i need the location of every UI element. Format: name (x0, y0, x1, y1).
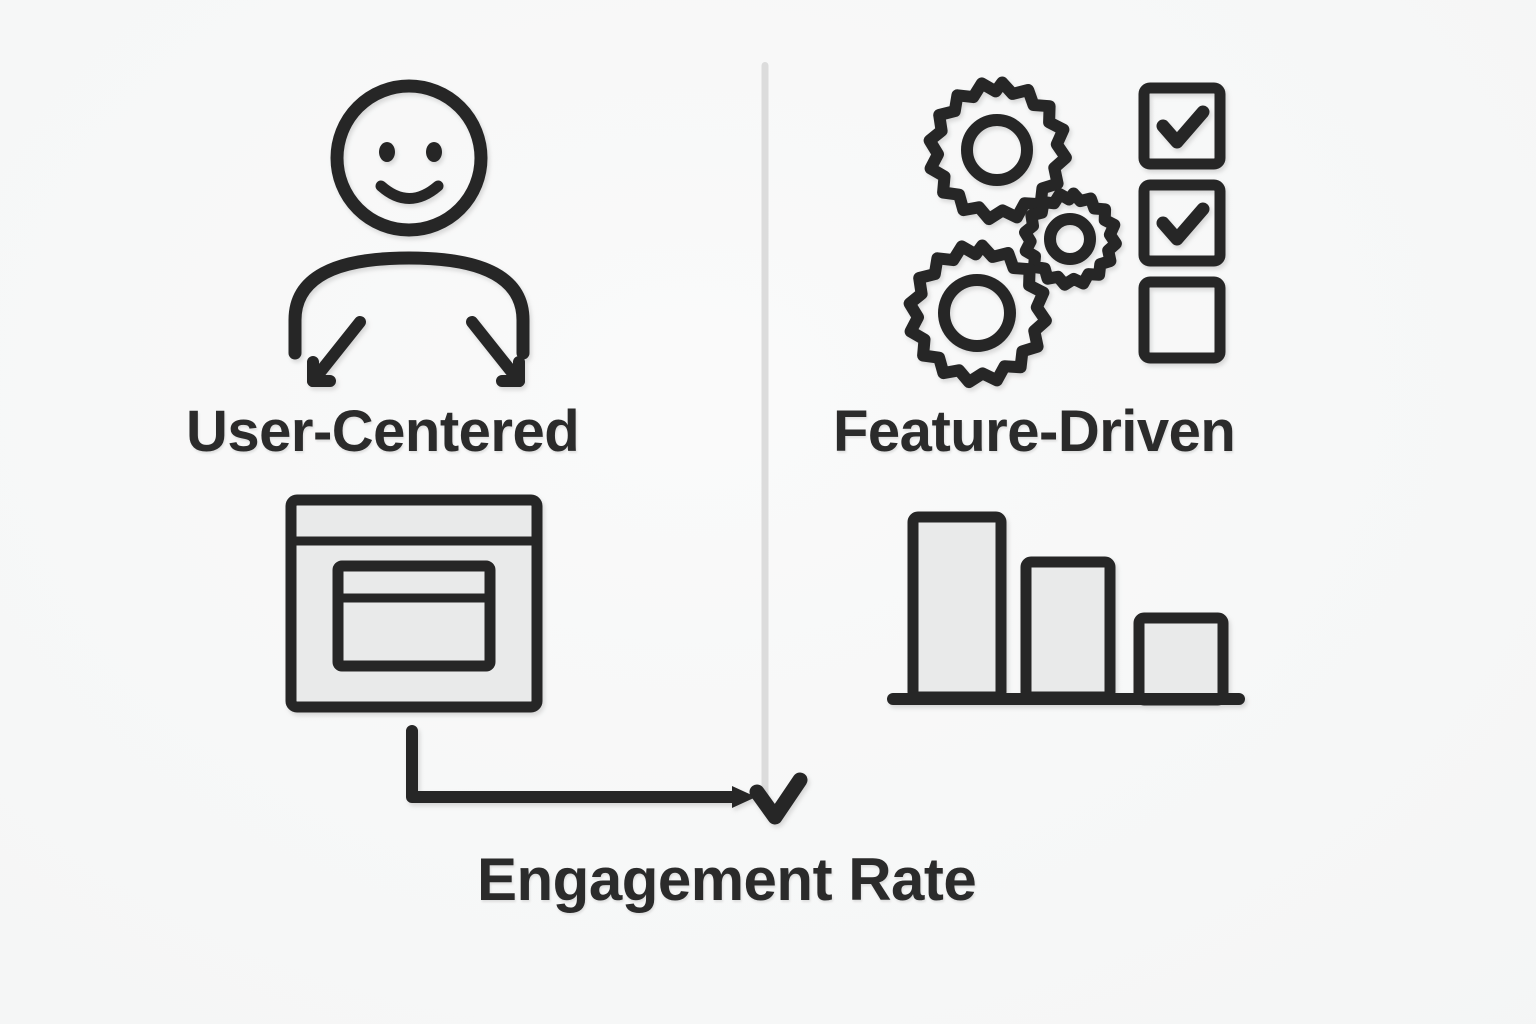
gear-large-top (923, 76, 1072, 226)
checkbox-1[interactable] (1138, 82, 1226, 170)
bar-chart-bar-3 (1133, 612, 1229, 706)
gear-large-bottom (903, 239, 1052, 389)
vertical-divider (761, 62, 769, 800)
elbow-arrow-head (732, 786, 756, 808)
user-smile-arc (375, 180, 444, 204)
bar-chart-icon (887, 511, 1245, 706)
gear-small-right-hole (1044, 213, 1096, 265)
arm-arrow-left (307, 316, 366, 387)
gears-icon (903, 76, 1122, 389)
elbow-arrow-to-outcome (406, 725, 756, 808)
checkbox-1-check (1156, 105, 1210, 149)
gear-small-right (1019, 187, 1122, 291)
checkbox-2-check (1156, 202, 1210, 246)
label-feature-driven: Feature-Driven (833, 399, 1236, 464)
gear-large-bottom-hole (938, 274, 1016, 352)
checkbox-3[interactable] (1138, 276, 1226, 364)
outcome-checkmark-icon (749, 772, 808, 825)
label-engagement-rate: Engagement Rate (477, 846, 977, 913)
arm-arrow-right (466, 316, 525, 387)
checkbox-2[interactable] (1138, 179, 1226, 267)
window-inner-frame (338, 566, 490, 666)
user-smiley-icon (288, 79, 530, 387)
bar-chart-bar-2 (1020, 556, 1116, 703)
user-head-circle (330, 79, 488, 237)
window-wireframe-icon (285, 494, 543, 713)
checklist-icon (1138, 82, 1226, 364)
user-shoulders-arc (288, 251, 530, 360)
user-eye-left (379, 142, 395, 162)
gear-large-top-hole (961, 114, 1033, 186)
bar-chart-bar-1 (907, 511, 1007, 703)
label-user-centered: User-Centered (186, 399, 580, 464)
user-eye-right (426, 142, 442, 162)
